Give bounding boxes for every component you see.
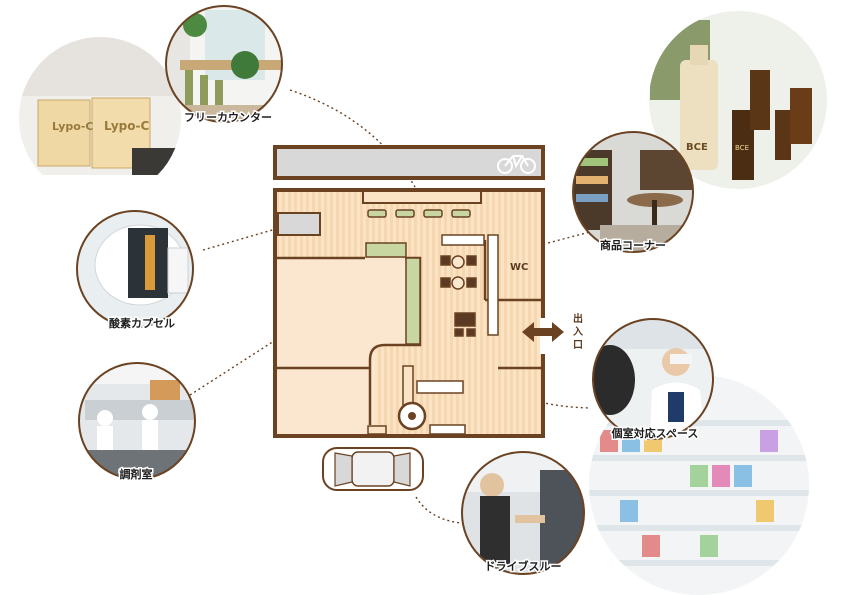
window-counter: [416, 380, 464, 394]
dispensing-counters: [365, 242, 421, 345]
private-space-label: 個室対応スペース: [611, 426, 699, 440]
shelf-top: [441, 234, 485, 246]
oxygen-capsule-block: [277, 212, 321, 236]
lypo-c-photo: Lypo-C Lypo-C: [18, 36, 182, 200]
shop-tables: [440, 255, 477, 290]
shop-shelf: [487, 234, 499, 336]
exit-label-2: 入: [573, 326, 583, 338]
shop-corner-photo: [573, 132, 693, 252]
free-counter-label: フリーカウンター: [184, 111, 272, 124]
drive-through-photo: [462, 452, 584, 574]
drive-through-label: ドライブスルー: [485, 559, 562, 573]
leader-free-counter: [289, 89, 421, 197]
wc-label: WC: [510, 262, 528, 273]
floor-plan: WC: [273, 145, 548, 438]
oxygen-capsule-photo: [77, 211, 193, 327]
lypo-text-2: Lypo-C: [104, 119, 149, 133]
private-desk: [454, 312, 476, 337]
entrance-arrow-icon: [522, 322, 564, 342]
bce-text-2: BCE: [735, 144, 749, 152]
free-counter: [362, 190, 482, 204]
leader-oxygen: [202, 221, 301, 251]
oxygen-capsule-label: 酸素カプセル: [109, 316, 175, 330]
car-icon: [322, 447, 424, 491]
bce-text: BCE: [686, 142, 708, 153]
dispensing-room-label: 調剤室: [120, 467, 153, 481]
shop-corner-label: 商品コーナー: [600, 238, 666, 252]
dispensing-room-area: [277, 258, 420, 368]
counter-stools: [367, 209, 471, 218]
leader-drive: [415, 496, 463, 524]
exit-label-1: 出: [573, 312, 583, 325]
exit-label-3: 口: [573, 340, 583, 351]
bicycle-icon: [497, 155, 536, 174]
lypo-text-1: Lypo-C: [52, 120, 94, 133]
